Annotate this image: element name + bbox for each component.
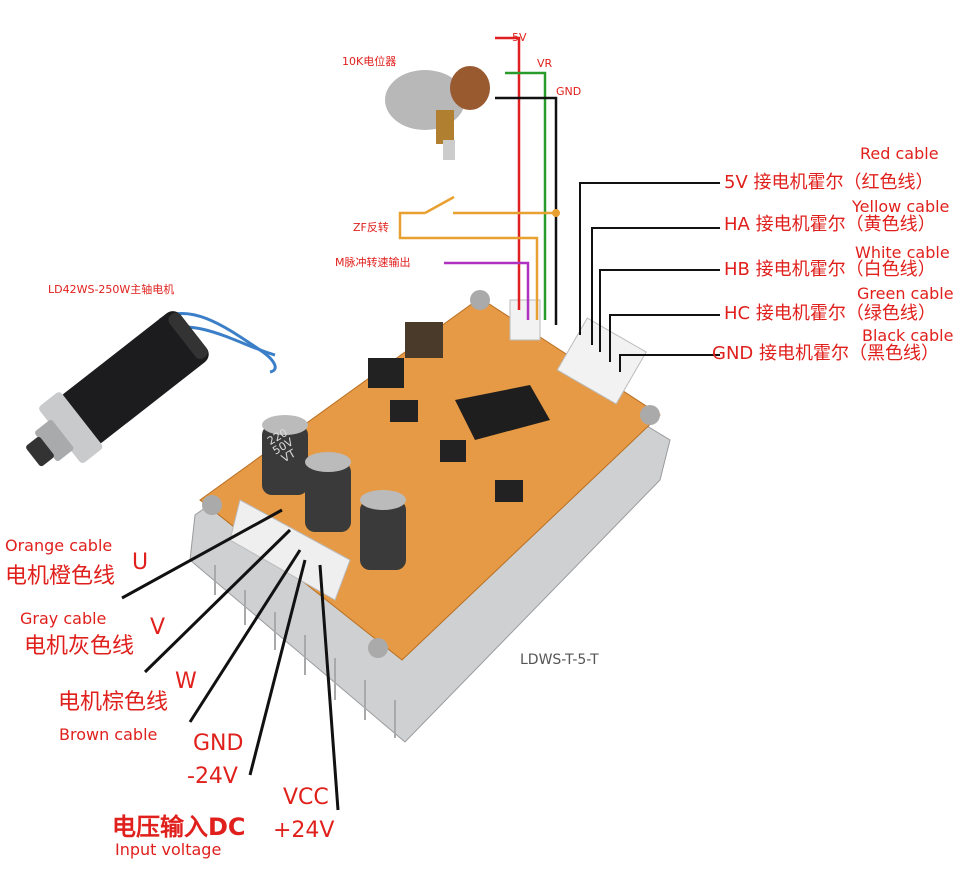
power-leader-lines [121, 508, 340, 811]
w-en: Brown cable [59, 725, 158, 744]
potentiometer [385, 66, 490, 160]
motor-label: LD42WS-250W主轴电机 [48, 283, 175, 296]
pin-5v: 5V [512, 31, 527, 44]
u-phase: U [132, 550, 149, 575]
hall-connector [556, 317, 647, 405]
input-en: Input voltage [115, 840, 222, 859]
hall-cn-5v: 5V 接电机霍尔（红色线） [724, 172, 934, 193]
hall-wires [579, 182, 720, 372]
pot-label: 10K电位器 [342, 55, 397, 68]
board-model: LDWS-T-5-T [520, 652, 599, 668]
v-en: Gray cable [20, 609, 107, 628]
hall-en-yellow: Yellow cable [852, 197, 950, 216]
w-cn: 电机棕色线 [58, 690, 169, 715]
hall-en-green: Green cable [857, 284, 954, 303]
vcc-label: VCC [283, 785, 329, 810]
input-cn: 电压输入DC [112, 813, 246, 841]
hall-cn-gnd: GND 接电机霍尔（黑色线） [712, 343, 939, 364]
hall-en-black: Black cable [862, 326, 954, 345]
hall-cn-hb: HB 接电机霍尔（白色线） [724, 259, 936, 280]
v-phase: V [150, 615, 166, 640]
hall-cn-hc: HC 接电机霍尔（绿色线） [724, 303, 936, 324]
w-phase: W [175, 669, 197, 694]
control-connector [509, 299, 541, 341]
pin-gnd: GND [556, 85, 582, 98]
spindle-motor [26, 311, 277, 467]
capacitors [262, 415, 406, 570]
gnd-voltage: -24V [187, 764, 238, 789]
wire-vr [505, 71, 547, 320]
hall-en-white: White cable [855, 243, 950, 262]
u-cn: 电机橙色线 [5, 564, 116, 589]
reverse-label: ZF反转 [353, 221, 389, 234]
vcc-voltage: +24V [273, 818, 335, 843]
wire-5v [495, 36, 521, 310]
hall-en-red: Red cable [860, 144, 939, 163]
hall-cn-ha: HA 接电机霍尔（黄色线） [724, 214, 936, 235]
gnd-label: GND [193, 731, 244, 756]
pulse-label: M脉冲转速输出 [335, 256, 411, 269]
pin-vr: VR [537, 57, 553, 70]
wire-pulse [444, 261, 530, 320]
v-cn: 电机灰色线 [24, 634, 135, 659]
u-en: Orange cable [5, 536, 113, 555]
wire-gnd [495, 96, 558, 325]
